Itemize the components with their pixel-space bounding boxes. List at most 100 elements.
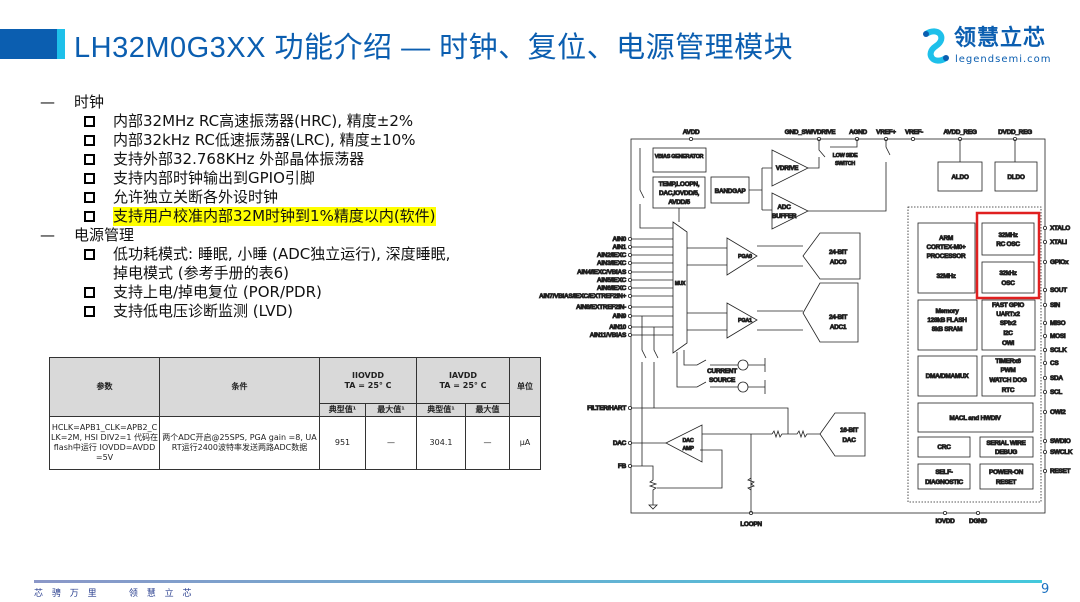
header-max: 最大值 xyxy=(465,403,510,417)
pin-label: DGND xyxy=(969,518,988,525)
pin-marker xyxy=(1043,438,1048,443)
pin-label: LOOPN xyxy=(740,521,762,528)
pin-label: SCLK xyxy=(1050,347,1067,354)
highlighted-item-text: 支持用户校准内部32M时钟到1%精度以内(软件) xyxy=(113,207,436,226)
pin-label: VREF+ xyxy=(876,129,896,136)
low-side-switch-label: LOW SIDE xyxy=(833,153,858,159)
square-bullet-icon xyxy=(84,154,95,165)
pin-marker xyxy=(1043,302,1048,307)
self-diagnostic-label: SELF- xyxy=(935,469,952,476)
crc-label: CRC xyxy=(937,444,951,451)
pin-label: IOVDD xyxy=(935,518,955,525)
square-bullet-icon xyxy=(84,192,95,203)
pin-marker xyxy=(911,136,916,141)
pin-label: SWDIO xyxy=(1050,438,1071,445)
pin-marker xyxy=(976,510,981,515)
header-param: 参数 xyxy=(49,357,160,417)
memory-label: Memory xyxy=(935,308,959,315)
pin-label: AGND xyxy=(849,129,868,136)
dma-label: DMA/DMAMUX xyxy=(926,373,970,380)
current-source-label: CURRENT xyxy=(707,368,737,375)
arm-label: PROCESSOR xyxy=(927,253,966,260)
pin-label: AIN9 xyxy=(612,313,626,320)
arm-label: 32MHz xyxy=(936,273,956,280)
pin-label: AIN4/IEXC/VBIAS xyxy=(577,269,627,276)
pin-label: FILTER/HART xyxy=(587,405,626,412)
logo-url: legendsemi.com xyxy=(955,54,1052,65)
timer-label: PWM xyxy=(1001,367,1016,374)
memory-block xyxy=(917,299,978,351)
adc0-label: ADC0 xyxy=(830,259,847,266)
pin-label: GND_SW/VDRIVE xyxy=(785,129,837,136)
timer-block xyxy=(981,355,1036,397)
pin-label: AIN7/VBIAS/IEXC/EXTREF2IN+ xyxy=(539,293,627,300)
bandgap-label: BANDGAP xyxy=(715,188,747,195)
osc-32khz-block xyxy=(981,261,1035,294)
heading-text: 时钟 xyxy=(74,93,105,111)
adc0-label: 24-BIT xyxy=(829,249,847,256)
swd-label: DEBUG xyxy=(995,449,1017,456)
pin-label: AIN3/IEXC xyxy=(597,260,627,267)
company-logo: 领慧立芯 legendsemi.com xyxy=(918,26,1058,68)
pin-marker xyxy=(628,332,633,337)
arm-label: CORTEX-M0+ xyxy=(926,244,966,251)
dac-amp-label: DAC xyxy=(682,438,693,444)
wire xyxy=(808,139,891,212)
dma-block xyxy=(917,355,978,397)
pin-label: AIN1 xyxy=(612,244,626,251)
rc-osc-label: RC OSC xyxy=(996,241,1020,248)
temp-label: AVDD/5 xyxy=(668,199,690,206)
pin-marker xyxy=(1043,347,1048,352)
page-title: LH32M0G3XX 功能介绍 — 时钟、复位、电源管理模块 xyxy=(74,32,794,64)
pin-label: AIN6/IEXC xyxy=(597,285,627,292)
pga0-label: PGA0 xyxy=(738,254,752,260)
cell-condition: 两个ADC开启@25SPS, PGA gain =8, UART运行2400波特… xyxy=(159,416,320,470)
pin-marker xyxy=(628,236,633,241)
feature-list: —时钟 内部32MHz RC高速振荡器(HRC), 精度±2% 内部32kHz … xyxy=(40,93,458,321)
mcu-domain xyxy=(907,206,1042,503)
footer-slogan: 芯 骋 万 里 领 慧 立 芯 xyxy=(34,589,195,599)
potentiometer-icon xyxy=(648,479,658,510)
pin-label: AIN8/EXTREF2IN- xyxy=(576,304,626,311)
pin-label: AIN2/IEXC xyxy=(597,252,627,259)
pin-label: FB xyxy=(618,463,627,470)
item-text: 内部32kHz RC低速振荡器(LRC), 精度±10% xyxy=(113,131,416,149)
mux-block xyxy=(672,221,688,354)
pin-marker xyxy=(1043,375,1048,380)
pga1-label: PGA1 xyxy=(738,318,752,324)
title-accent-stripe xyxy=(57,29,65,59)
square-bullet-icon xyxy=(84,287,95,298)
list-item: 支持上电/掉电复位 (POR/PDR) xyxy=(40,283,458,302)
list-item: 支持用户校准内部32M时钟到1%精度以内(软件) xyxy=(40,207,458,226)
pga0-amp xyxy=(726,237,758,276)
timer-label: RTC xyxy=(1002,387,1015,394)
item-text: 支持内部时钟输出到GPIO引脚 xyxy=(113,169,315,187)
pin-label: DAC xyxy=(613,440,627,447)
cell-avdd-typ: 304.1 xyxy=(416,416,466,470)
pin-marker xyxy=(1043,360,1048,365)
aldo-block xyxy=(937,161,983,192)
adc-buffer-label: ADC xyxy=(777,204,791,211)
cell-param: HCLK=APB1_CLK=APB2_CLK=2M, HSI DIV2=1 代码… xyxy=(49,416,160,470)
pin-label: DVDD_REG xyxy=(998,129,1032,136)
square-bullet-icon xyxy=(84,135,95,146)
item-text: 内部32MHz RC高速振荡器(HRC), 精度±2% xyxy=(113,112,414,130)
pin-label: SWCLK xyxy=(1050,449,1073,456)
low-side-switch-label: SWITCH xyxy=(835,161,855,167)
vdrive-amp xyxy=(771,149,809,187)
logo-text: 领慧立芯 xyxy=(954,26,1047,51)
square-bullet-icon xyxy=(84,211,95,222)
pin-marker xyxy=(1043,389,1048,394)
list-item: 支持低电压诊断监测 (LVD) xyxy=(40,302,458,321)
pin-marker xyxy=(1043,468,1048,473)
dldo-label: DLDO xyxy=(1007,174,1024,181)
vbias-label: VBIAS GENERATOR xyxy=(655,154,704,160)
osc-label: 32kHz xyxy=(999,270,1017,277)
swd-block xyxy=(979,436,1034,458)
square-bullet-icon xyxy=(84,306,95,317)
table-row: HCLK=APB1_CLK=APB2_CLK=2M, HSI DIV2=1 代码… xyxy=(49,416,541,470)
pin-label: AIN11/VBIAS xyxy=(590,332,627,339)
pin-label: MOSI xyxy=(1050,333,1066,340)
rc-osc-label: 32MHz xyxy=(998,232,1018,239)
